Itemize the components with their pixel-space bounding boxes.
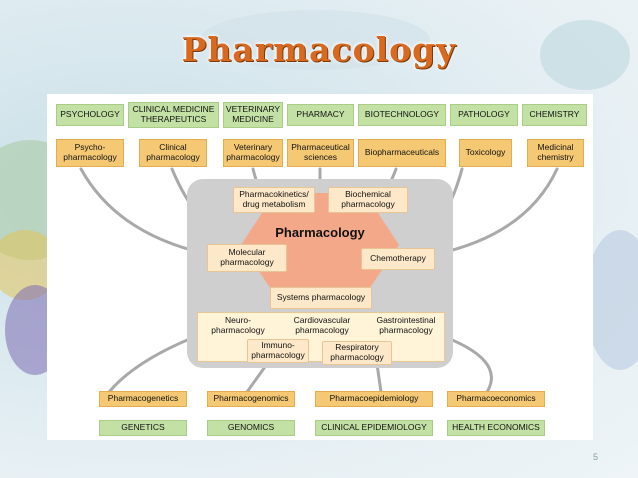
- respiratory-box: Respiratory pharmacology: [322, 341, 392, 365]
- bottom-field-box: CLINICAL EPIDEMIOLOGY: [315, 420, 433, 436]
- discipline-box: CLINICAL MEDICINE THERAPEUTICS: [128, 102, 219, 128]
- cardiovascular-label: Cardiovascular pharmacology: [293, 315, 351, 335]
- slide-title: Pharmacology: [181, 30, 457, 69]
- biochemical-box: Biochemical pharmacology: [328, 187, 408, 213]
- background-molecule: [540, 20, 630, 90]
- subfield-box: Clinical pharmacology: [139, 139, 207, 167]
- background-molecule: [200, 10, 430, 70]
- pharmacokinetics-box: Pharmacokinetics/ drug metabolism: [233, 187, 315, 213]
- chemotherapy-box: Chemotherapy: [361, 248, 435, 270]
- bottom-field-box: GENOMICS: [207, 420, 295, 436]
- subfield-box: Pharmaceutical sciences: [287, 139, 354, 167]
- pharmacology-diagram: PSYCHOLOGY CLINICAL MEDICINE THERAPEUTIC…: [47, 94, 593, 440]
- subfield-box: Biopharmaceuticals: [358, 139, 446, 167]
- molecular-box: Molecular pharmacology: [207, 244, 287, 272]
- neuro-label: Neuro- pharmacology: [211, 315, 265, 335]
- subfield-box: Psycho- pharmacology: [56, 139, 124, 167]
- page-number: 5: [593, 452, 599, 462]
- background-molecule: [585, 230, 638, 370]
- subfield-box: Veterinary pharmacology: [223, 139, 283, 167]
- bottom-subfield-box: Pharmacoeconomics: [447, 391, 545, 407]
- subfield-box: Medicinal chemistry: [527, 139, 584, 167]
- discipline-box: PATHOLOGY: [450, 104, 518, 126]
- discipline-box: PHARMACY: [287, 104, 354, 126]
- systems-subgroup: [197, 312, 445, 362]
- pharmacology-center-label: Pharmacology: [275, 224, 365, 240]
- discipline-box: PSYCHOLOGY: [56, 104, 124, 126]
- bottom-field-box: HEALTH ECONOMICS: [447, 420, 545, 436]
- systems-pharmacology-box: Systems pharmacology: [270, 287, 372, 309]
- discipline-box: VETERINARY MEDICINE: [223, 102, 283, 128]
- bottom-subfield-box: Pharmacoepidemiology: [315, 391, 433, 407]
- bottom-subfield-box: Pharmacogenomics: [207, 391, 295, 407]
- immuno-box: Immuno- pharmacology: [247, 339, 309, 363]
- discipline-box: CHEMISTRY: [522, 104, 587, 126]
- bottom-field-box: GENETICS: [99, 420, 187, 436]
- bottom-subfield-box: Pharmacogenetics: [99, 391, 187, 407]
- gastrointestinal-label: Gastrointestinal pharmacology: [376, 315, 436, 335]
- discipline-box: BIOTECHNOLOGY: [358, 104, 446, 126]
- subfield-box: Toxicology: [459, 139, 512, 167]
